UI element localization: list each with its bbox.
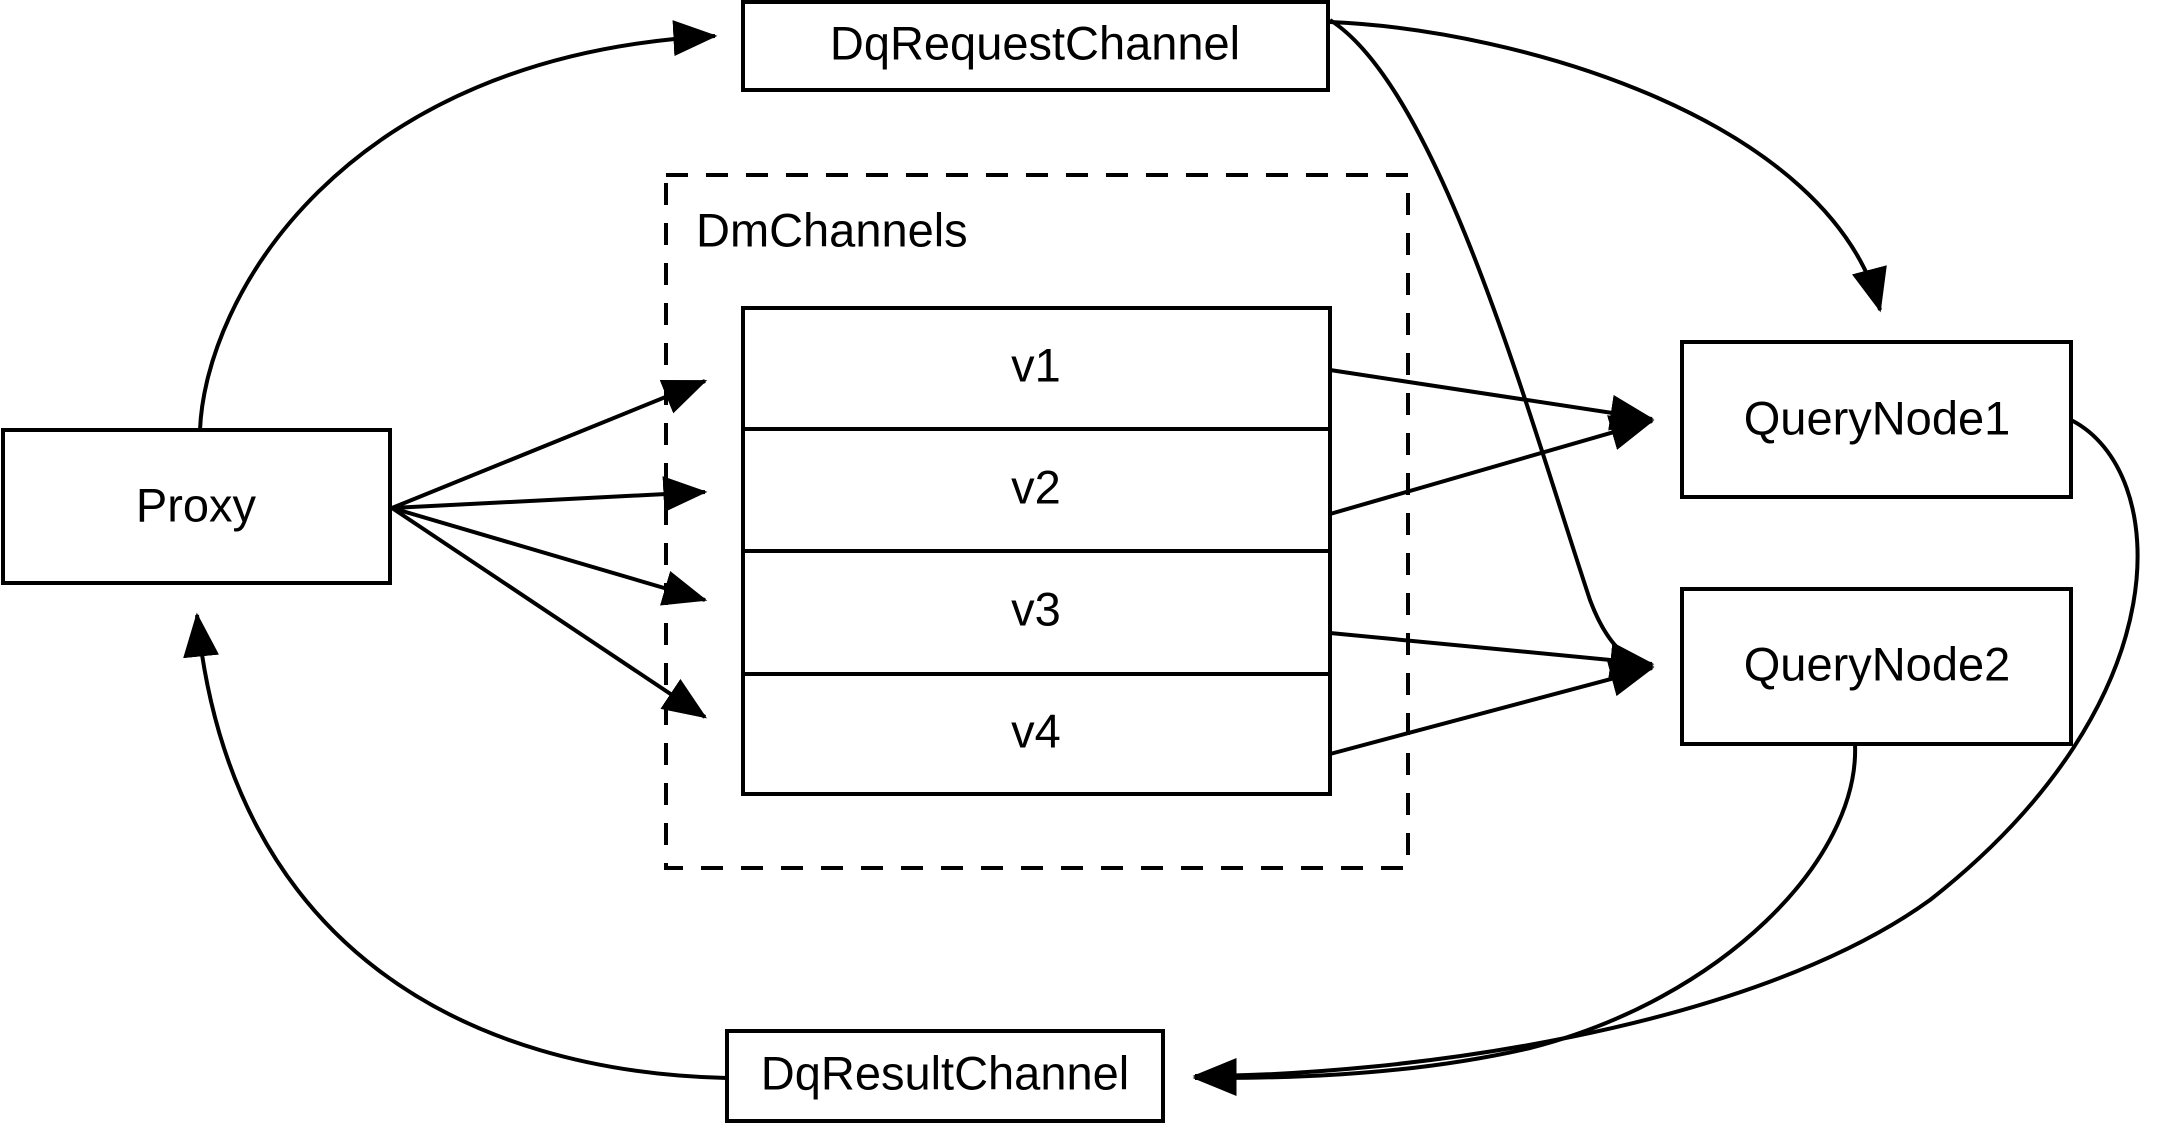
- dm-channels-group-border: [664, 173, 1410, 870]
- node-dq-request-channel[interactable]: DqRequestChannel: [741, 0, 1330, 92]
- edge-query-node-2-to-dq-result-channel: [1192, 743, 1858, 1096]
- edge-proxy-to-dq-request-channel: [198, 20, 718, 431]
- edge-dq-request-channel-to-query-node-2: [1328, 18, 1655, 679]
- node-query-node-2[interactable]: QueryNode2: [1680, 587, 2073, 746]
- edge-proxy-to-v3: [391, 506, 708, 606]
- node-dq-result-channel[interactable]: DqResultChannel: [725, 1029, 1165, 1123]
- edge-query-node-1-to-dq-result-channel: [1192, 418, 2140, 1094]
- query-node-1-box[interactable]: [1680, 340, 2073, 499]
- node-query-node-1[interactable]: QueryNode1: [1680, 340, 2073, 499]
- edge-proxy-to-v4: [390, 506, 707, 719]
- edge-dq-result-channel-to-proxy: [183, 612, 728, 1080]
- dm-channels-group: DmChannels: [664, 173, 1410, 870]
- node-proxy[interactable]: Proxy: [1, 428, 392, 585]
- dq-result-channel-label: DqResultChannel: [761, 1046, 1129, 1099]
- dq-request-channel-label: DqRequestChannel: [830, 16, 1240, 69]
- dq-result-channel-box[interactable]: [725, 1029, 1165, 1123]
- edge-v4-to-query-node-2: [1329, 661, 1655, 756]
- edge-proxy-to-v1: [391, 379, 708, 510]
- shard-row-v1-label: v1: [1011, 338, 1061, 391]
- query-node-2-box[interactable]: [1680, 587, 2073, 746]
- edge-v3-to-query-node-2: [1329, 631, 1655, 678]
- edge-dq-request-channel-to-query-node-1: [1329, 20, 1887, 313]
- shard-row-v4-label: v4: [1011, 704, 1061, 757]
- edge-proxy-to-v2: [391, 476, 708, 513]
- shard-channel-table: v1 v2 v3 v4: [741, 306, 1332, 796]
- proxy-label: Proxy: [136, 478, 257, 531]
- query-node-1-label: QueryNode1: [1744, 391, 2011, 444]
- edge-v1-to-query-node-1: [1329, 368, 1655, 431]
- dq-request-channel-box[interactable]: [741, 0, 1330, 92]
- query-node-2-label: QueryNode2: [1744, 637, 2011, 690]
- dm-channels-group-label: DmChannels: [696, 203, 968, 256]
- shard-row-v2-label: v2: [1011, 460, 1061, 513]
- edge-v2-to-query-node-1: [1329, 415, 1655, 516]
- shard-row-v3-label: v3: [1011, 582, 1061, 635]
- proxy-box[interactable]: [1, 428, 392, 585]
